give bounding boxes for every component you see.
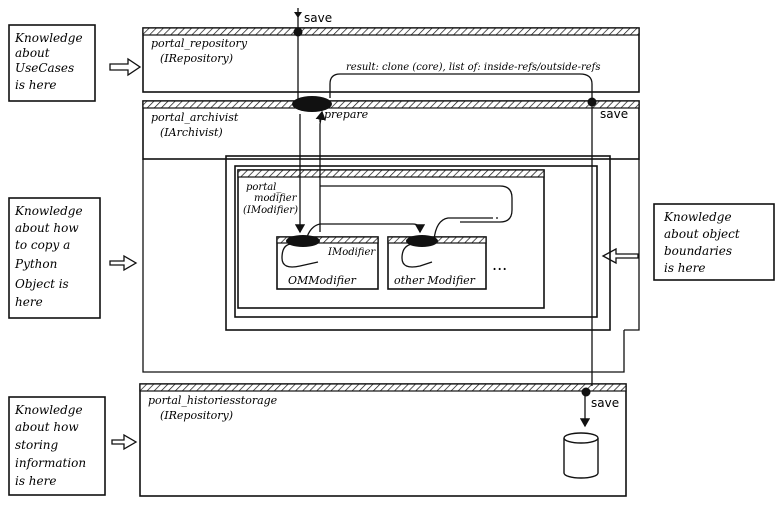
note-storing-line: Knowledge — [14, 403, 83, 417]
archivist-port — [292, 96, 332, 112]
note-copy-line: to copy a — [15, 238, 70, 252]
hollow-arrow-icon — [601, 247, 639, 265]
hollow-arrow-icon — [111, 433, 138, 451]
note-usecases-line: about — [15, 46, 50, 60]
layer-storage-name: portal_historiesstorage — [148, 394, 278, 407]
prepare-label: prepare — [324, 108, 369, 121]
layer-repository-name: portal_repository — [151, 37, 248, 50]
om-modifier-name: OMModifier — [288, 274, 357, 287]
save-label-archivist: save — [600, 107, 628, 121]
save-label-storage: save — [591, 396, 619, 410]
note-storing-line: storing — [15, 438, 59, 452]
layer-archivist-iface: (IArchivist) — [160, 126, 223, 139]
om-modifier-port — [286, 235, 320, 247]
note-boundaries-line: Knowledge — [663, 210, 732, 224]
layer-storage: portal_historiesstorage (IRepository) — [139, 383, 627, 497]
layer-storage-iface: (IRepository) — [160, 409, 233, 422]
layer-repository-iface: (IRepository) — [160, 52, 233, 65]
layer-modifier-name: portal_ — [246, 182, 281, 193]
layer-archivist: portal_archivist (IArchivist) — [142, 100, 640, 373]
note-copy-line: here — [15, 295, 43, 309]
other-modifier-name: other Modifier — [394, 274, 476, 287]
database-icon — [563, 432, 599, 479]
note-boundaries-line: about object — [664, 227, 740, 241]
om-modifier-box: IModifier OMModifier — [276, 236, 379, 290]
more-modifiers-ellipsis: ... — [492, 255, 507, 274]
note-storing: Knowledge about how storing information … — [8, 396, 106, 496]
layer-archivist-name: portal_archivist — [151, 111, 239, 124]
note-usecases-line: Knowledge — [14, 31, 83, 45]
note-storing-line: information — [15, 456, 86, 470]
result-label: result: clone (core), list of: inside-re… — [346, 62, 600, 73]
note-usecases-line: UseCases — [15, 61, 74, 75]
note-copy-line: Python — [14, 257, 57, 271]
note-copy-line: Knowledge — [14, 204, 83, 218]
hollow-arrow-icon — [109, 254, 138, 272]
note-storing-line: is here — [15, 474, 56, 488]
layer-repository: portal_repository (IRepository) — [142, 27, 640, 93]
hollow-arrow-icon — [109, 57, 142, 77]
layer-modifier: portal_ modifier (IModifier) — [237, 169, 545, 309]
note-storing-line: about how — [15, 420, 79, 434]
note-copy-line: Object is — [15, 277, 69, 291]
note-copy-line: about how — [15, 221, 79, 235]
note-copy: Knowledge about how to copy a Python Obj… — [8, 197, 101, 319]
note-usecases: Knowledge about UseCases is here — [8, 24, 96, 102]
om-modifier-iface: IModifier — [327, 247, 376, 258]
layer-modifier-iface: (IModifier) — [243, 205, 298, 216]
note-boundaries-line: boundaries — [664, 244, 732, 258]
other-modifier-port — [406, 235, 438, 247]
note-boundaries-line: is here — [664, 261, 705, 275]
note-boundaries: Knowledge about object boundaries is her… — [653, 203, 775, 281]
note-usecases-line: is here — [15, 78, 56, 92]
layer-modifier-name: modifier — [254, 193, 298, 204]
save-label-top: save — [304, 11, 332, 25]
